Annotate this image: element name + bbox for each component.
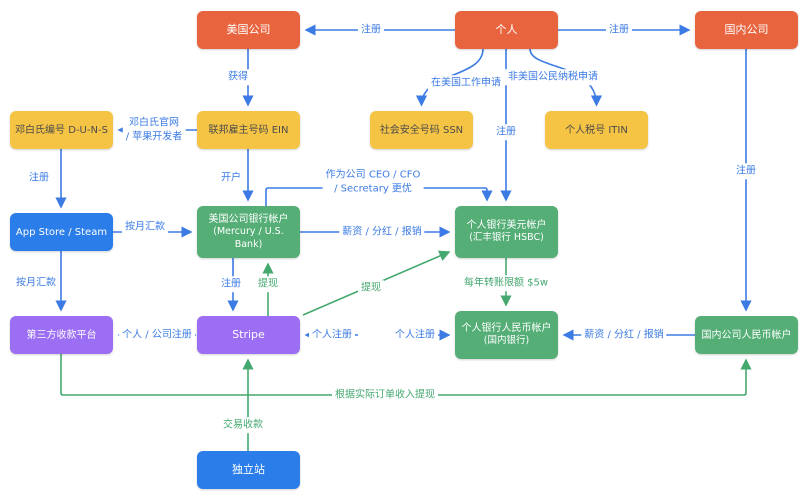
edge-label-open-account: 开户 [218,170,244,186]
edge-label-register-rmb-company: 注册 [733,163,759,179]
node-label: 联邦雇主号码 EIN [208,124,289,136]
node-itin: 个人税号 ITIN [545,111,648,149]
edge-label-transaction-collection: 交易收款 [220,417,266,433]
edge-label-line: 邓白氏官网 [129,117,179,129]
edge-label-personal-reg-stripe: 个人注册 [309,327,355,343]
edge-label-personal-reg-rmb: 个人注册 [392,327,438,343]
edge-label-line: 作为公司 CEO / CFO [325,169,421,181]
node-us-bank-account: 美国公司银行帐户 (Mercury / U.S. Bank) [197,206,300,258]
node-label: 个人银行人民币帐户 [461,323,552,335]
edge-label-salary-rmb: 薪资 / 分红 / 报销 [581,327,667,343]
edge-label-annual-limit: 每年转账限额 $5w [460,275,552,291]
node-label: 独立站 [232,462,265,476]
edge-label-register-stripe: 注册 [218,276,244,292]
edge-label-salary-usd: 薪资 / 分红 / 报销 [339,224,425,240]
node-sublabel: (国内银行) [483,335,530,347]
node-label: 第三方收款平台 [26,329,97,341]
node-cn-company: 国内公司 [695,11,798,49]
node-rmb-personal-account: 个人银行人民币帐户 (国内银行) [455,311,558,359]
node-app-store-steam: App Store / Steam [10,213,113,251]
node-person: 个人 [455,11,558,49]
edge-label-register-us-company: 注册 [358,22,384,38]
node-label: 邓白氏编号 D-U-N-S [15,124,108,136]
node-indie-site: 独立站 [197,451,300,489]
node-duns: 邓白氏编号 D-U-N-S [10,111,113,149]
edge-label-order-income-withdraw: 根据实际订单收入提现 [332,387,438,403]
node-label: 美国公司 [226,22,271,36]
node-rmb-company-account: 国内公司人民币帐户 [695,316,798,354]
edge-label-register-appstore: 注册 [26,170,52,186]
edge-label-personal-company-reg: 个人 / 公司注册 [119,327,195,343]
node-us-company: 美国公司 [197,11,300,49]
node-label: 国内公司 [724,22,769,36]
edge-person-itin [529,48,603,107]
edge-label-monthly-remit-bank: 按月汇款 [122,219,168,235]
edge-label-line: / 苹果开发者 [125,131,183,142]
node-ein: 联邦雇主号码 EIN [197,111,300,149]
edge-label-apply-itin: 非美国公民纳税申请 [505,69,601,85]
node-stripe: Stripe [197,316,300,354]
edge-label-register-cn-company: 注册 [606,22,632,38]
edge-label-line: / Secretary 更优 [334,183,412,194]
node-label: 美国公司银行帐户 [208,214,289,226]
edge-label-register-hsbc: 注册 [493,124,519,140]
node-label: Stripe [232,327,265,341]
node-ssn: 社会安全号码 SSN [370,111,473,149]
node-label: App Store / Steam [15,226,108,238]
edge-label-duns-channel: 邓白氏官网 / 苹果开发者 [122,115,186,145]
node-label: 国内公司人民币帐户 [701,329,792,341]
node-label: 社会安全号码 SSN [379,124,464,136]
node-label: 个人银行美元帐户 [466,220,547,232]
edge-label-obtain-ein: 获得 [225,69,251,85]
edge-label-withdraw-hsbc: 提现 [358,280,384,296]
edge-label-withdraw-usbank: 提现 [255,276,281,292]
node-third-party-platform: 第三方收款平台 [10,316,113,354]
node-sublabel: (Mercury / U.S. Bank) [213,226,284,250]
edge-label-officer-better: 作为公司 CEO / CFO / Secretary 更优 [322,167,424,197]
node-sublabel: (汇丰银行 HSBC) [469,232,544,244]
node-hsbc-usd-account: 个人银行美元帐户 (汇丰银行 HSBC) [455,206,558,258]
edge-label-apply-ssn: 在美国工作申请 [428,75,504,91]
node-label: 个人税号 ITIN [565,124,628,136]
edge-label-monthly-remit-platform: 按月汇款 [13,275,59,291]
node-label: 个人 [495,22,518,36]
